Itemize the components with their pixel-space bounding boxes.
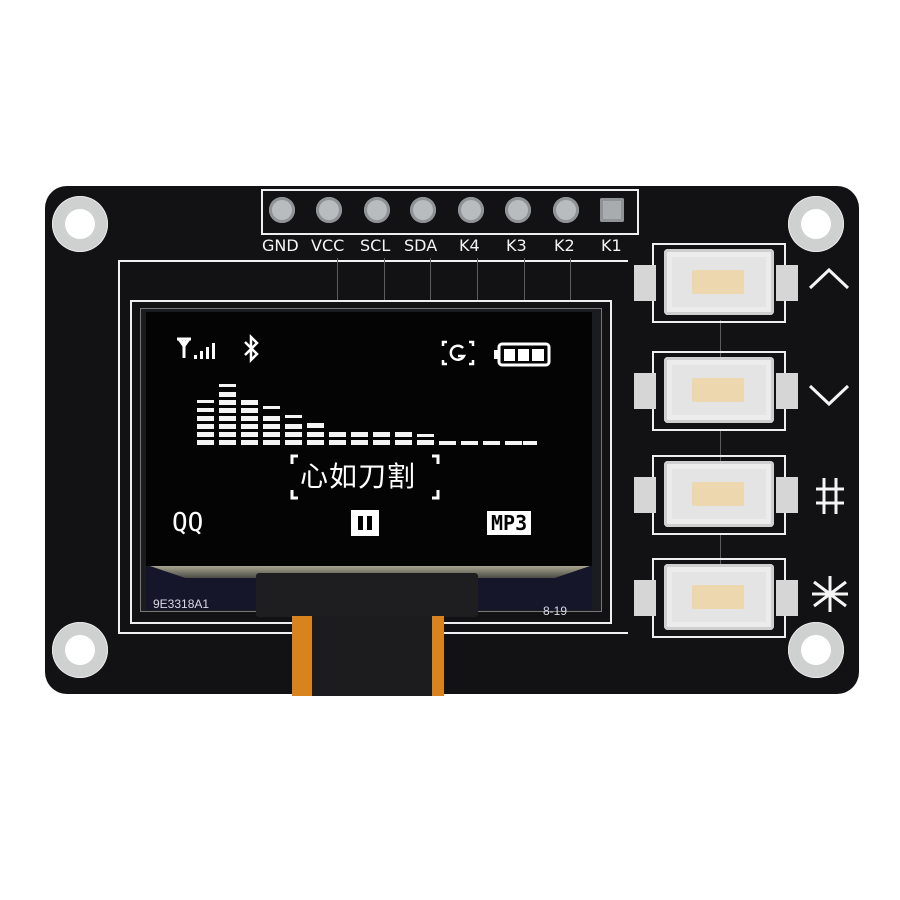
- header-pin-vcc[interactable]: [316, 197, 342, 223]
- panel-code-right: 8-19: [543, 604, 568, 618]
- trace: [477, 258, 478, 300]
- asterisk-icon: [812, 576, 848, 612]
- pin-label-k4: K4: [459, 236, 480, 255]
- panel-code-left: 9E3318A1: [153, 597, 210, 611]
- mounting-hole: [52, 196, 108, 252]
- trace: [570, 258, 571, 300]
- trace: [524, 258, 525, 300]
- trace: [430, 258, 431, 300]
- trace: [337, 258, 338, 300]
- chevron-down-icon: [808, 384, 850, 407]
- trace: [720, 535, 721, 565]
- hash-icon: [816, 478, 844, 514]
- mounting-hole: [52, 622, 108, 678]
- header-pin-k4[interactable]: [458, 197, 484, 223]
- button-lead: [776, 477, 798, 513]
- header-pin-gnd[interactable]: [269, 197, 295, 223]
- header-pin-outline: [261, 189, 639, 235]
- flex-cable-stiffener: [312, 616, 432, 696]
- mounting-hole: [788, 622, 844, 678]
- button-lead: [634, 580, 656, 616]
- button-cap[interactable]: [692, 482, 744, 506]
- song-title: 心如刀割: [300, 460, 417, 493]
- equalizer-bars: [197, 384, 537, 445]
- equalizer-visualizer: [197, 384, 537, 446]
- trace: [720, 430, 721, 466]
- header-pin-k3[interactable]: [505, 197, 531, 223]
- pin-label-k1: K1: [601, 236, 622, 255]
- pause-icon[interactable]: [351, 510, 379, 536]
- mounting-hole: [788, 196, 844, 252]
- pin-label-vcc: VCC: [311, 236, 345, 255]
- button-lead: [634, 477, 656, 513]
- g-sensor-icon: [441, 340, 475, 366]
- button-cap[interactable]: [692, 585, 744, 609]
- trace: [720, 320, 721, 360]
- signal-icon: [177, 337, 215, 359]
- driver-ic: [256, 573, 478, 617]
- pin-label-gnd: GND: [262, 236, 299, 255]
- button-lead: [634, 373, 656, 409]
- pin-label-k2: K2: [554, 236, 575, 255]
- battery-icon: [494, 342, 551, 367]
- pin-label-k3: K3: [506, 236, 527, 255]
- source-label: QQ: [172, 508, 204, 538]
- header-pin-scl[interactable]: [364, 197, 390, 223]
- trace: [384, 258, 385, 300]
- button-cap[interactable]: [692, 270, 744, 294]
- button-lead: [634, 265, 656, 301]
- button-lead: [776, 265, 798, 301]
- pin-label-scl: SCL: [360, 236, 391, 255]
- button-lead: [776, 373, 798, 409]
- bluetooth-icon: [244, 334, 259, 364]
- chevron-up-icon: [808, 267, 850, 290]
- title-brackets: [290, 454, 440, 500]
- header-pin-k1[interactable]: [600, 198, 624, 222]
- header-pin-k2[interactable]: [553, 197, 579, 223]
- header-pin-sda[interactable]: [410, 197, 436, 223]
- pin-label-sda: SDA: [404, 236, 438, 255]
- button-cap[interactable]: [692, 378, 744, 402]
- format-badge: MP3: [487, 511, 532, 535]
- button-lead: [776, 580, 798, 616]
